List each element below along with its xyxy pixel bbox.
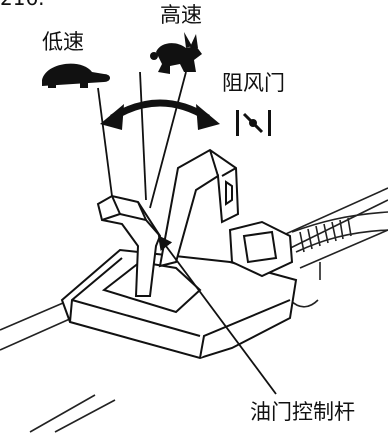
position-lines: [97, 71, 187, 209]
low-speed-label: 低速: [42, 30, 84, 54]
top-text-fragment: 216.: [0, 0, 45, 8]
throttle-cable: [289, 211, 388, 308]
turtle-icon: [42, 63, 110, 88]
choke-lever: [158, 148, 240, 268]
high-speed-label: 高速: [160, 3, 202, 27]
lever-housing: [60, 220, 298, 360]
choke-icon: [236, 110, 271, 136]
choke-label: 阻风门: [222, 71, 285, 95]
throttle-lever-label: 油门控制杆: [250, 400, 355, 424]
rabbit-icon: [150, 32, 202, 74]
throttle-lever-handle: [96, 194, 162, 297]
double-headed-arc-arrow: [100, 99, 220, 130]
throttle-lever-pointer: [157, 235, 277, 395]
